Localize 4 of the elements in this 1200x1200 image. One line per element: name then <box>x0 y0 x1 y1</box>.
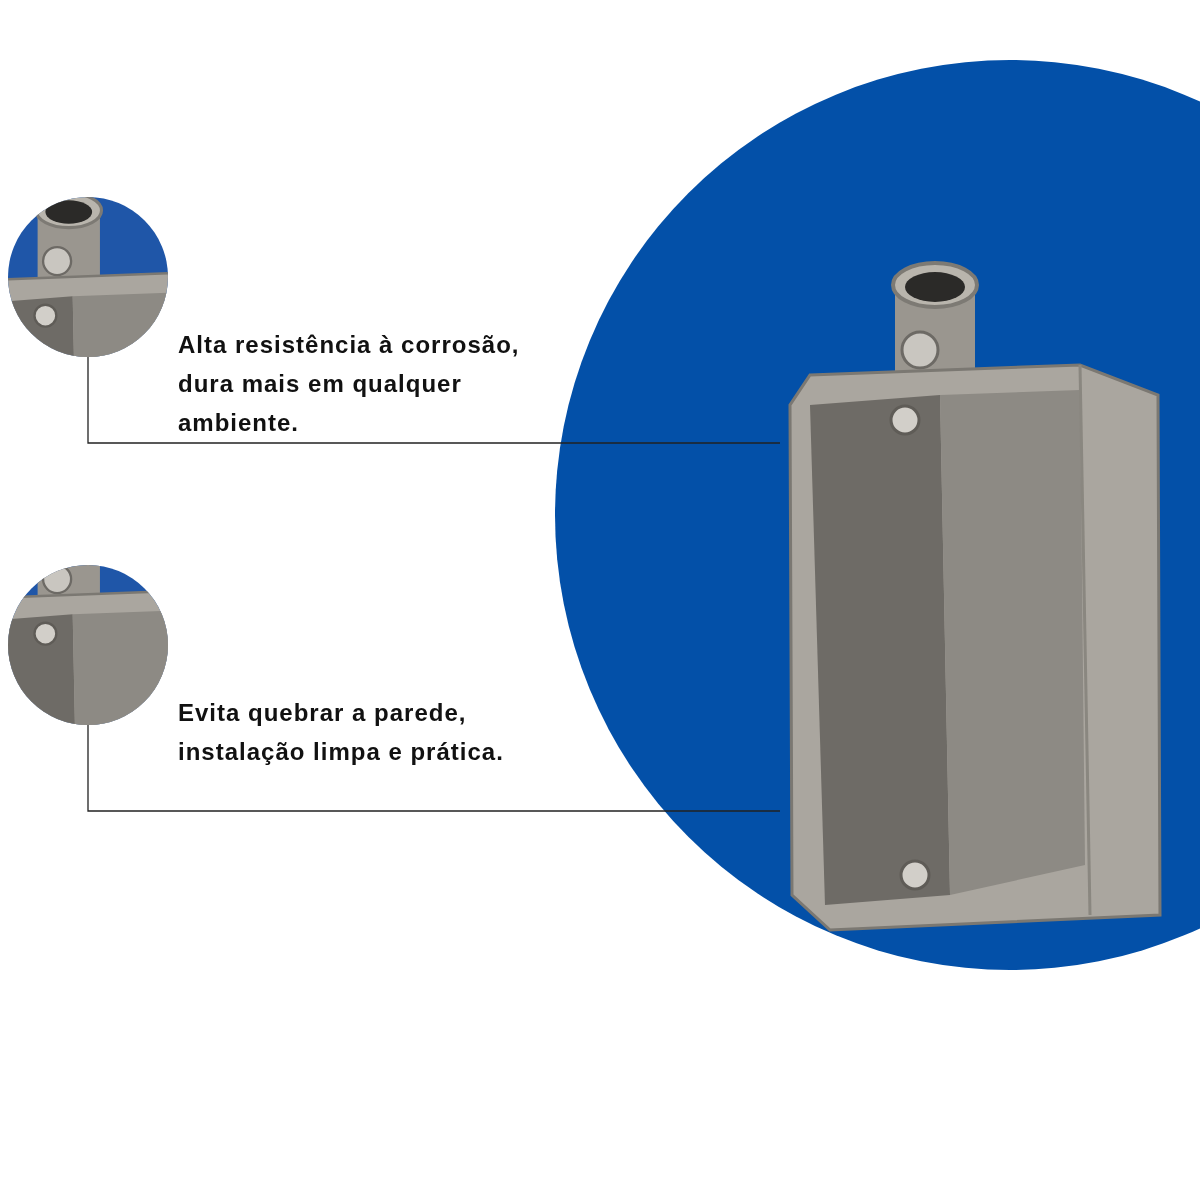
leader-line <box>87 724 781 812</box>
feature-text: Evita quebrar a parede, instalação limpa e prática. <box>178 698 505 767</box>
feature-text: Alta resistência à corrosão, dura mais em qualquer ambiente. <box>178 330 521 438</box>
leader-line <box>87 356 781 444</box>
